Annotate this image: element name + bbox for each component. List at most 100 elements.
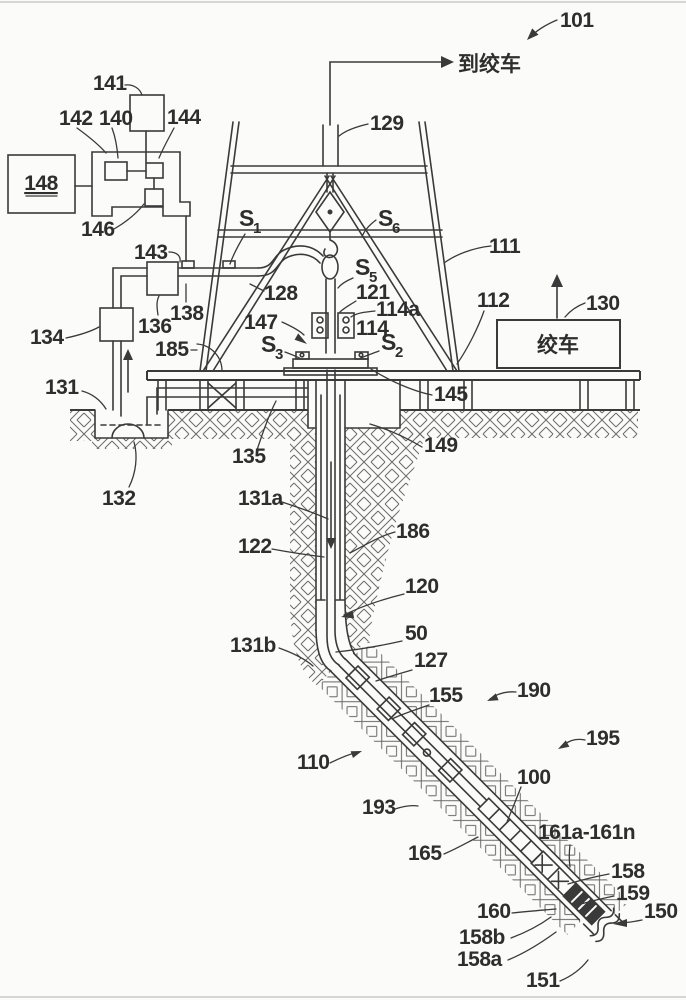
recorder-box-148 xyxy=(7,154,76,214)
tool-joint xyxy=(375,695,402,722)
label-159: 159 xyxy=(616,882,650,905)
sensor-boxes-114 xyxy=(311,312,355,339)
kelly-hose xyxy=(257,245,324,277)
label-121: 121 xyxy=(356,281,390,304)
drillpipe-right xyxy=(334,369,346,660)
label-143: 143 xyxy=(134,241,168,264)
label-120: 120 xyxy=(405,575,439,598)
label-131b: 131b xyxy=(230,634,276,657)
sensor-s1-clamp xyxy=(222,260,236,269)
label-158a: 158a xyxy=(457,948,503,971)
label-112: 112 xyxy=(477,289,509,312)
sensor-s6-label: S xyxy=(378,205,393,231)
tool-joint xyxy=(344,664,371,691)
label-122: 122 xyxy=(238,535,272,558)
casing-131a xyxy=(316,394,345,601)
mud-pit xyxy=(94,409,169,439)
label-165: 165 xyxy=(408,842,442,865)
winch-unit xyxy=(496,274,621,369)
label-148: 148 xyxy=(24,172,58,195)
aframe-left-leg xyxy=(202,175,336,372)
string-port xyxy=(422,748,432,757)
label-161a-161n: 161a-161n xyxy=(538,821,635,844)
tool-joint xyxy=(401,721,428,748)
mud-pump-piping xyxy=(112,267,148,417)
rig-floor xyxy=(146,370,641,411)
label-147: 147 xyxy=(244,311,278,334)
deviated-lower-wall xyxy=(329,670,595,935)
aframe-right-leg xyxy=(324,175,458,372)
mud-return-line xyxy=(146,387,309,425)
label-114: 114 xyxy=(356,317,389,340)
derrick xyxy=(199,121,460,372)
sensor-s6-sub: 6 xyxy=(392,220,400,237)
formation-hatching xyxy=(70,411,638,935)
borehole-left-wall xyxy=(315,380,332,672)
drillstring xyxy=(338,658,488,808)
label-155: 155 xyxy=(429,684,463,707)
winch-up-arrow xyxy=(551,274,563,287)
to-winch-arrow xyxy=(441,56,454,68)
label-50: 50 xyxy=(405,622,427,645)
sensor-s1-sub: 1 xyxy=(253,220,261,237)
wellhead-cellar xyxy=(307,380,401,429)
label-185: 185 xyxy=(155,338,189,361)
label-190: 190 xyxy=(517,679,551,702)
winch-box-label: 绞车 xyxy=(537,333,579,357)
label-to-winch: 到绞车 xyxy=(458,52,521,76)
label-138: 138 xyxy=(170,302,204,325)
label-142: 142 xyxy=(59,107,93,130)
label-145: 145 xyxy=(434,383,468,406)
label-100: 100 xyxy=(517,766,551,789)
label-101: 101 xyxy=(560,9,594,32)
swivel xyxy=(321,254,339,280)
label-186: 186 xyxy=(396,520,430,543)
derrick-left-rail xyxy=(199,121,240,372)
sensor-s5-label: S xyxy=(355,254,370,280)
label-150: 150 xyxy=(644,900,678,923)
winch-box xyxy=(496,319,621,369)
hoisting-assembly xyxy=(315,172,345,354)
hook-icon xyxy=(323,231,339,259)
sensor-s3-sub: 3 xyxy=(275,346,283,363)
display-box-141 xyxy=(129,94,165,132)
label-146: 146 xyxy=(81,218,115,241)
break-symbol xyxy=(589,907,621,943)
derrick-right-rail xyxy=(418,121,460,372)
label-134: 134 xyxy=(30,326,64,349)
label-195: 195 xyxy=(586,727,620,750)
sensor-s3-label: S xyxy=(261,331,276,357)
label-151: 151 xyxy=(526,969,560,992)
dampener-box-143 xyxy=(146,261,179,296)
flow-up-arrow xyxy=(123,349,133,360)
flow-down-arrow xyxy=(326,538,336,549)
sensor-s2-sub: 2 xyxy=(395,344,403,361)
label-149: 149 xyxy=(424,434,458,457)
controller-housing xyxy=(91,151,191,217)
label-158: 158 xyxy=(611,860,645,883)
label-127: 127 xyxy=(414,649,448,672)
wireline-to-winch xyxy=(329,56,454,126)
module-box-140 xyxy=(104,161,128,181)
label-144: 144 xyxy=(167,106,201,129)
sensor-s1-label: S xyxy=(239,205,254,231)
sensor-s2-label: S xyxy=(381,329,396,355)
label-111: 111 xyxy=(489,235,521,258)
deviated-upper-wall xyxy=(352,652,627,926)
labels: 101 到绞车 129 111 112 130 绞车 145 149 135 1… xyxy=(24,9,678,992)
label-158b: 158b xyxy=(459,926,505,949)
sensor-s5-sub: 5 xyxy=(369,269,377,286)
label-129: 129 xyxy=(370,112,404,135)
label-132: 132 xyxy=(102,487,136,510)
leader-lines xyxy=(65,19,643,982)
label-128: 128 xyxy=(264,282,298,305)
module-box-146 xyxy=(144,188,164,207)
crown-mast xyxy=(322,124,339,167)
tool-joint xyxy=(437,757,464,784)
kelly xyxy=(325,278,336,354)
deviated-wellbore xyxy=(329,652,627,943)
drillpipe-left xyxy=(326,369,340,666)
